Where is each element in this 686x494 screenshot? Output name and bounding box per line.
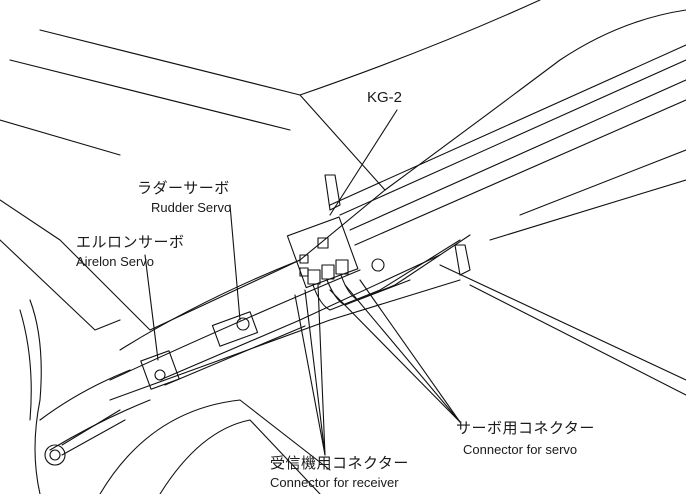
rudder-servo bbox=[211, 311, 259, 347]
receiver-connector-label-jp: 受信機用コネクター bbox=[270, 454, 409, 472]
aileron-servo-label-jp: エルロンサーボ bbox=[76, 233, 185, 251]
leader-rudder bbox=[229, 204, 241, 321]
horizontal-stabilizer bbox=[439, 264, 686, 381]
servo-connector-label-jp: サーボ用コネクター bbox=[456, 419, 595, 437]
leader-receiver bbox=[317, 284, 326, 456]
fuselage-top bbox=[299, 0, 541, 96]
aileron-servo bbox=[140, 350, 180, 390]
aileron-servo-label-en: Airelon Servo bbox=[76, 254, 155, 269]
rudder-servo-label-jp: ラダーサーボ bbox=[137, 179, 230, 197]
leader-kg2 bbox=[329, 109, 398, 216]
receiver-connector-label-en: Connector for receiver bbox=[270, 475, 399, 490]
servo-connector-label-en: Connector for servo bbox=[463, 442, 578, 457]
propeller bbox=[29, 299, 42, 494]
kg2-board bbox=[286, 216, 359, 289]
kg2-label: KG-2 bbox=[367, 89, 403, 106]
rudder-servo-label-en: Rudder Servo bbox=[151, 200, 232, 215]
leader-aileron bbox=[144, 254, 159, 361]
leader-servo-connector bbox=[329, 289, 461, 423]
